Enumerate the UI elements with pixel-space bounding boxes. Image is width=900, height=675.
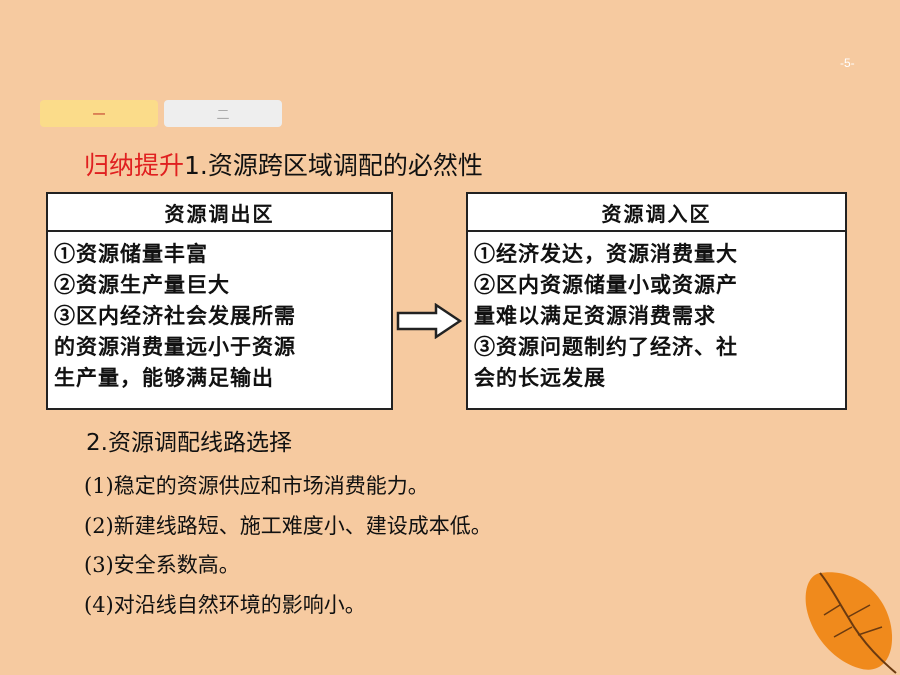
import-line: ②区内资源储量小或资源产 <box>474 272 738 297</box>
export-line: ③区内经济社会发展所需 <box>54 303 296 328</box>
tab-1[interactable]: 一 <box>40 100 158 127</box>
route-item: (1)稳定的资源供应和市场消费能力。 <box>84 474 429 498</box>
export-region-title: 资源调出区 <box>48 194 391 232</box>
export-region-box: 资源调出区 ①资源储量丰富 ②资源生产量巨大 ③区内经济社会发展所需 的资源消费… <box>46 192 393 410</box>
import-region-title: 资源调入区 <box>468 194 845 232</box>
import-line: 会的长远发展 <box>474 365 606 390</box>
tab-2[interactable]: 二 <box>164 100 282 127</box>
page-number: -5- <box>840 56 855 70</box>
export-line: ①资源储量丰富 <box>54 241 208 266</box>
export-region-body: ①资源储量丰富 ②资源生产量巨大 ③区内经济社会发展所需 的资源消费量远小于资源… <box>48 232 391 393</box>
import-region-box: 资源调入区 ①经济发达，资源消费量大 ②区内资源储量小或资源产 量难以满足资源消… <box>466 192 847 410</box>
section-title: 1.资源跨区域调配的必然性 <box>184 151 483 180</box>
import-line: ③资源问题制约了经济、社 <box>474 334 738 359</box>
import-line: ①经济发达，资源消费量大 <box>474 241 738 266</box>
export-line: 的资源消费量远小于资源 <box>54 334 296 359</box>
section-heading: 归纳提升1.资源跨区域调配的必然性 <box>84 146 483 182</box>
import-line: 量难以满足资源消费需求 <box>474 303 716 328</box>
export-line: 生产量，能够满足输出 <box>54 365 274 390</box>
right-arrow-icon <box>396 303 462 339</box>
export-line: ②资源生产量巨大 <box>54 272 230 297</box>
route-item: (4)对沿线自然环境的影响小。 <box>84 593 366 617</box>
autumn-leaf-icon <box>805 572 897 674</box>
route-item: (2)新建线路短、施工难度小、建设成本低。 <box>84 514 492 538</box>
section-tag: 归纳提升 <box>84 151 185 180</box>
import-region-body: ①经济发达，资源消费量大 ②区内资源储量小或资源产 量难以满足资源消费需求 ③资… <box>468 232 845 393</box>
route-heading: 2.资源调配线路选择 <box>86 430 292 456</box>
route-item: (3)安全系数高。 <box>84 553 240 577</box>
